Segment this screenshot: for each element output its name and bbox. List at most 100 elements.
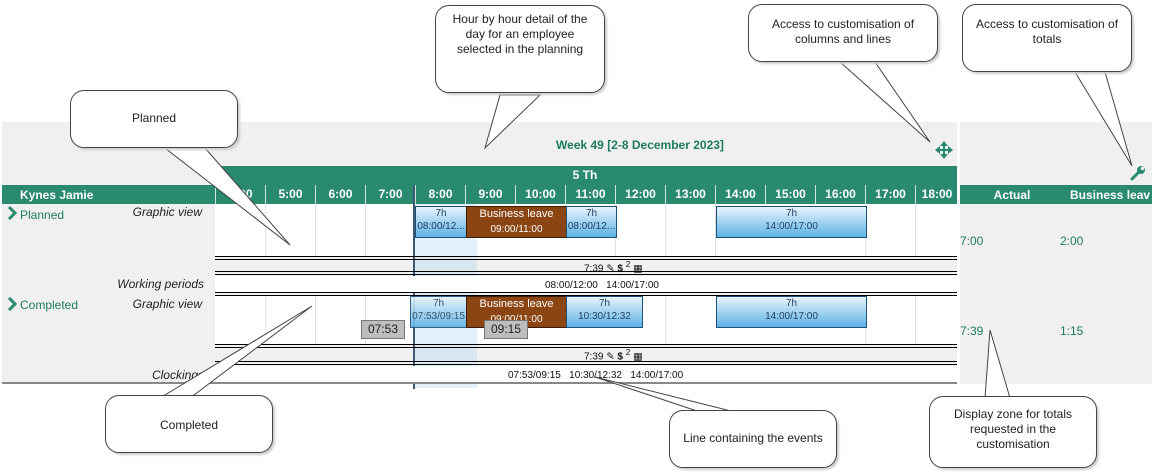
- callout-planned: Planned: [70, 90, 238, 148]
- planned-business-leave-block[interactable]: Business leave 09:00/11:00: [466, 206, 567, 238]
- completed-actual-total: 7:39: [960, 324, 984, 338]
- summary-time: 7:39: [584, 263, 604, 275]
- hour-col: 16:00: [815, 185, 865, 204]
- planned-period-block[interactable]: 7h 14:00/17:00: [716, 206, 867, 238]
- block-duration: 7h: [585, 208, 598, 219]
- grid-line: [315, 204, 316, 256]
- row-label-planned[interactable]: Planned: [20, 208, 65, 222]
- block-times: 08:00/12...: [567, 221, 616, 232]
- callout-totals-zone: Display zone for totals requested in the…: [929, 396, 1097, 468]
- completed-period-block[interactable]: 7h 14:00/17:00: [716, 296, 867, 328]
- sub-label-working-periods: Working periods: [117, 277, 204, 291]
- hour-col: 17:00: [865, 185, 915, 204]
- callout-completed: Completed: [105, 395, 273, 453]
- callout-customise-totals: Access to customisation of totals: [962, 4, 1132, 72]
- calendar-icon[interactable]: ▦: [633, 351, 643, 363]
- hour-col: 13:00: [665, 185, 715, 204]
- completed-business-leave-total: 1:15: [1060, 324, 1084, 338]
- edit-icon[interactable]: ✎: [606, 263, 615, 275]
- move-arrows-icon[interactable]: [935, 141, 953, 159]
- clockings-text: 07:53/09:15 10:30/12:32 14:00/17:00: [508, 370, 684, 381]
- block-duration: 7h: [785, 298, 798, 309]
- hour-col: 5:00: [265, 185, 315, 204]
- planned-actual-total: 7:00: [960, 234, 984, 248]
- sub-label-graphic-view: Graphic view: [132, 205, 202, 219]
- hour-col: 11:00: [565, 185, 615, 204]
- week-title: Week 49 [2-8 December 2023]: [556, 138, 724, 152]
- callout-text: Display zone for totals requested in the…: [953, 407, 1073, 451]
- chevron-right-icon[interactable]: [7, 296, 18, 312]
- callout-text: Planned: [131, 111, 177, 125]
- block-duration: 7h: [785, 208, 798, 219]
- hour-col: 8:00: [415, 185, 465, 204]
- employee-name: Kynes Jamie: [20, 188, 94, 202]
- hour-col: 12:00: [615, 185, 665, 204]
- planned-period-block[interactable]: 7h 08:00/12...: [415, 206, 467, 238]
- edit-icon[interactable]: ✎: [606, 351, 615, 363]
- grid-line: [365, 204, 366, 256]
- callout-text: Access to customisation of columns and l…: [771, 17, 915, 46]
- grid-line: [265, 204, 266, 256]
- grid-line: [265, 296, 266, 344]
- callout-text: Line containing the events: [683, 431, 823, 445]
- completed-period-block[interactable]: 7h 07:53/09:15: [410, 296, 467, 328]
- working-periods-text: 08:00/12:00 14:00/17:00: [545, 280, 659, 291]
- completed-summary: 7:39 ✎ $ 2 ▦: [584, 347, 643, 362]
- planned-summary: 7:39 ✎ $ 2 ▦: [584, 259, 643, 274]
- hour-col: 18:00: [915, 185, 958, 204]
- block-times: 14:00/17:00: [765, 221, 818, 232]
- hour-col: 6:00: [315, 185, 365, 204]
- day-header: [215, 166, 957, 185]
- separator-line: [215, 256, 957, 260]
- block-label: Business leave: [479, 298, 554, 310]
- callout-text: Access to customisation of totals: [975, 17, 1119, 46]
- calendar-icon[interactable]: ▦: [633, 263, 643, 275]
- separator-line: [215, 271, 957, 275]
- hour-col: 7:00: [365, 185, 415, 204]
- total-header-business-leave: Business leav: [1070, 188, 1151, 202]
- sub-label-graphic-view: Graphic view: [132, 297, 202, 311]
- block-duration: 7h: [435, 208, 447, 219]
- hour-col: 15:00: [765, 185, 815, 204]
- summary-count: 2: [625, 347, 631, 357]
- clock-in-tag[interactable]: 07:53: [361, 320, 405, 339]
- dollar-icon[interactable]: $: [617, 351, 623, 363]
- dollar-icon[interactable]: $: [617, 263, 623, 275]
- callout-text: Hour by hour detail of the day for an em…: [452, 12, 588, 56]
- block-label: Business leave: [479, 208, 554, 220]
- clockings-row: [215, 366, 957, 382]
- grid-line: [915, 296, 916, 344]
- totals-header: [960, 185, 1152, 204]
- planned-business-leave-total: 2:00: [1060, 234, 1084, 248]
- planned-period-block[interactable]: 7h 08:00/12...: [566, 206, 617, 238]
- row-label-completed[interactable]: Completed: [20, 298, 79, 312]
- grid-line: [665, 296, 666, 344]
- callout-hourly-detail: Hour by hour detail of the day for an em…: [435, 5, 605, 93]
- block-times: 08:00/12...: [417, 221, 465, 232]
- summary-count: 2: [625, 259, 631, 269]
- callout-text: Completed: [159, 418, 219, 432]
- block-duration: 7h: [432, 298, 445, 309]
- block-times: 09:00/11:00: [490, 224, 543, 235]
- callout-events-line: Line containing the events: [669, 410, 837, 468]
- block-times: 09:00/11:00: [467, 312, 566, 327]
- separator-line: [215, 292, 957, 296]
- grid-line: [715, 204, 716, 256]
- callout-customise-columns: Access to customisation of columns and l…: [748, 4, 938, 62]
- block-times: 07:53/09:15: [412, 311, 465, 322]
- sub-label-clockings: Clockings: [151, 368, 204, 382]
- hour-col: 14:00: [715, 185, 765, 204]
- completed-period-block[interactable]: 7h 10:30/12:32: [566, 296, 643, 328]
- clock-out-tag[interactable]: 09:15: [484, 320, 528, 339]
- hour-col: 10:00: [515, 185, 565, 204]
- wrench-icon[interactable]: [1130, 165, 1146, 181]
- bottom-border: [2, 382, 957, 384]
- chevron-right-icon[interactable]: [7, 205, 18, 221]
- day-label: 5 Th: [572, 168, 598, 182]
- block-duration: 7h: [598, 298, 611, 309]
- grid-line: [315, 296, 316, 344]
- hour-col: 9:00: [465, 185, 515, 204]
- grid-line: [915, 204, 916, 256]
- separator-line: [215, 361, 957, 365]
